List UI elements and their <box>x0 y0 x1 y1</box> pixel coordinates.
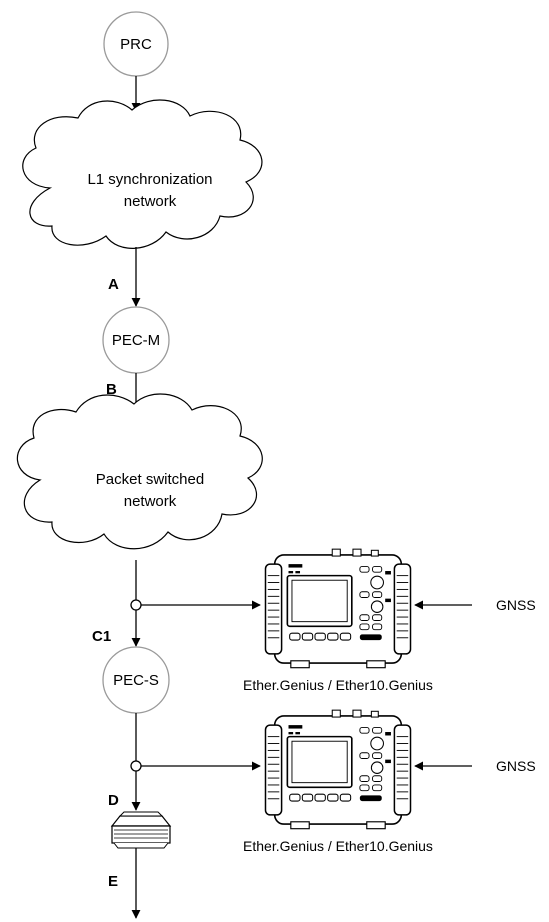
instrument-2-caption: Ether.Genius / Ether10.Genius <box>243 838 433 854</box>
point-e-label: E <box>108 873 118 890</box>
prc-node: PRC <box>103 11 169 77</box>
packet-cloud-label-line2: network <box>124 493 177 510</box>
test-instrument-icon <box>264 709 412 830</box>
pec-s-node: PEC-S <box>102 646 170 714</box>
test-instrument-icon <box>264 548 412 669</box>
tap-point-1 <box>130 599 142 611</box>
instrument-1 <box>264 548 412 669</box>
gnss-1-label: GNSS <box>496 597 536 613</box>
l1-cloud-label-line2: network <box>124 193 177 210</box>
gnss-2-label: GNSS <box>496 758 536 774</box>
instrument-2 <box>264 709 412 830</box>
packet-cloud-label-line1: Packet switched <box>96 471 204 488</box>
pec-s-label: PEC-S <box>113 672 159 689</box>
point-c1-label: C1 <box>92 628 111 645</box>
tap-point-2 <box>130 760 142 772</box>
l1-sync-network-cloud: L1 synchronization network <box>22 99 263 249</box>
instrument-1-caption: Ether.Genius / Ether10.Genius <box>243 677 433 693</box>
point-a-label: A <box>108 276 119 293</box>
pec-m-node: PEC-M <box>102 306 170 374</box>
l1-cloud-label-line1: L1 synchronization <box>87 171 212 188</box>
router-icon <box>110 811 172 849</box>
prc-label: PRC <box>120 36 152 53</box>
point-d-label: D <box>108 792 119 809</box>
packet-switched-network-cloud: Packet switched network <box>16 393 263 550</box>
point-b-label: B <box>106 381 117 398</box>
pec-m-label: PEC-M <box>112 332 160 349</box>
